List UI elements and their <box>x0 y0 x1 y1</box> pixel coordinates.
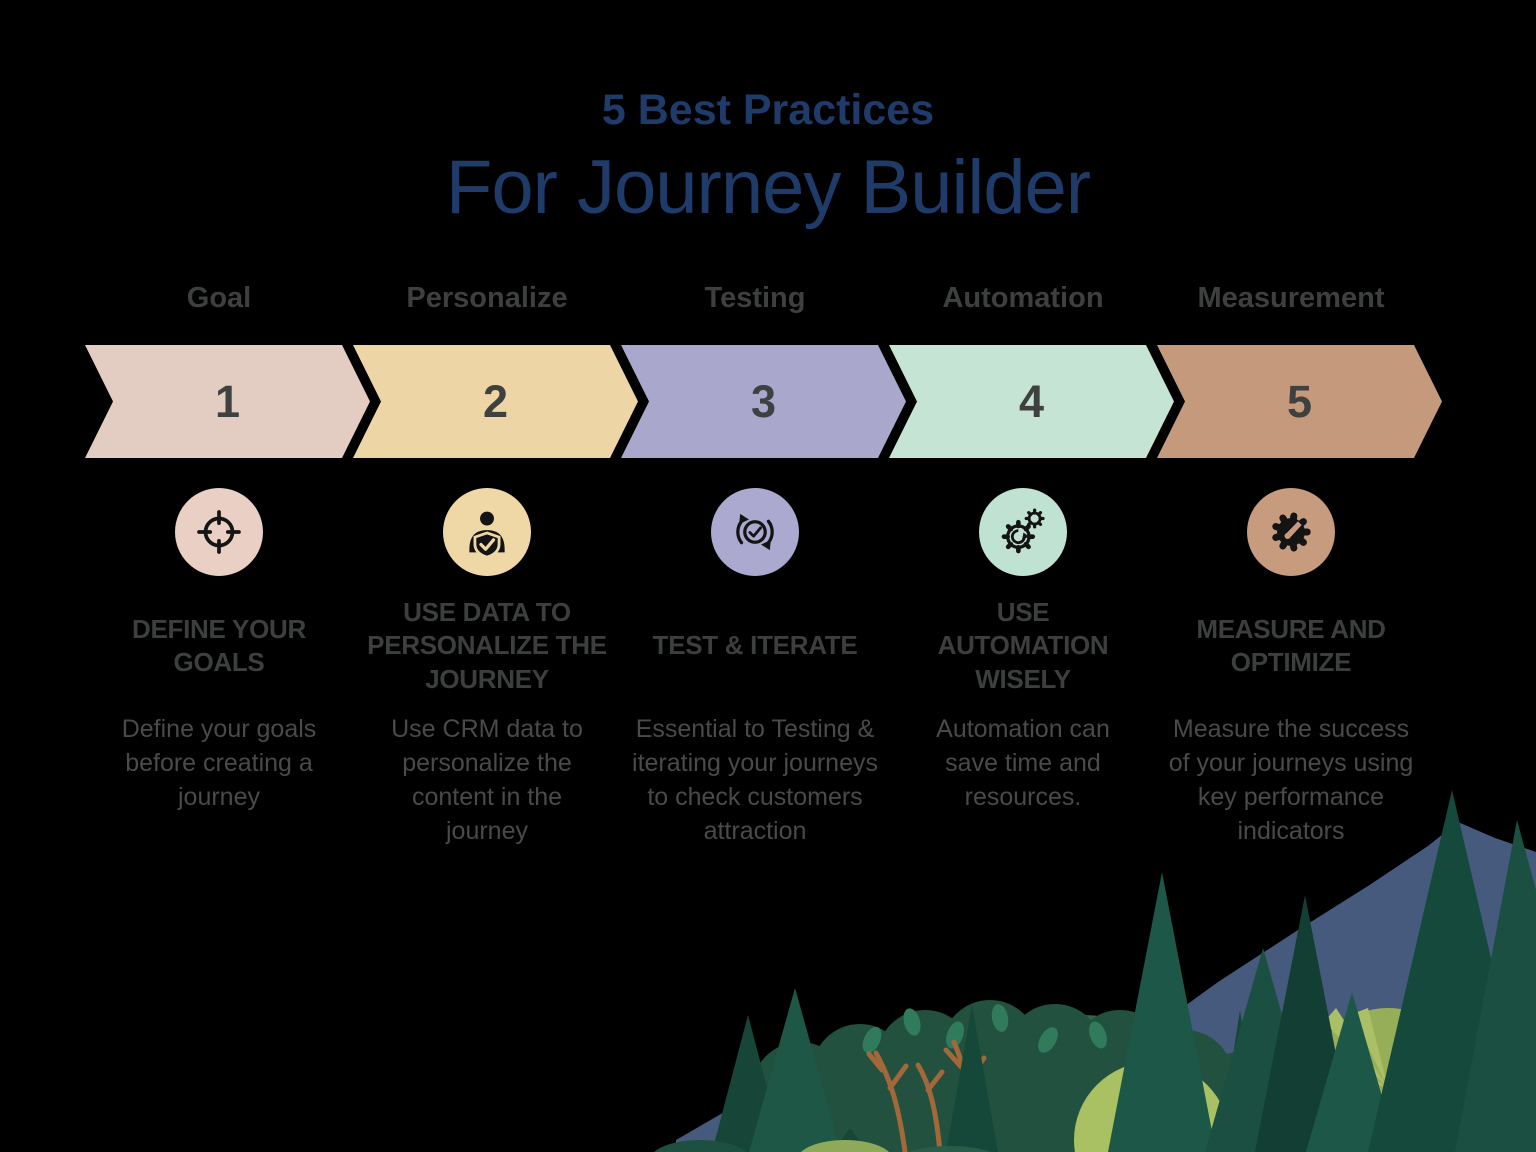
step-label-automation: Automation <box>942 282 1104 314</box>
target-icon <box>197 510 241 554</box>
chevron-step-3: 3 <box>621 345 906 458</box>
testing-icon-badge <box>711 488 799 576</box>
step-label-personalize: Personalize <box>406 282 568 314</box>
personalize-icon-badge <box>443 488 531 576</box>
front-bush <box>801 1140 889 1152</box>
icons-row <box>85 488 1445 576</box>
measurement-icon-badge <box>1247 488 1335 576</box>
person-shield-check-icon <box>469 511 505 558</box>
step-labels-row: Goal Personalize Testing Automation Meas… <box>85 282 1445 315</box>
step-label-goal: Goal <box>186 282 252 314</box>
right-pine <box>1455 820 1536 1152</box>
descriptions-row: Define your goals before creating a jour… <box>85 712 1445 848</box>
forest-hillside-illustration <box>654 790 1536 1152</box>
front-bush <box>654 1140 746 1152</box>
front-bush <box>908 1146 992 1152</box>
step-description-test-iterate: Essential to Testing & iterating your jo… <box>632 715 878 845</box>
headings-row: DEFINE YOUR GOALS USE DATA TO PERSONALIZ… <box>85 592 1445 700</box>
pine-trees <box>712 790 1536 1152</box>
step-description-automation: Automation can save time and resources. <box>936 715 1110 811</box>
chevron-step-1: 1 <box>85 345 370 458</box>
chevron-step-2: 2 <box>353 345 638 458</box>
page-title: For Journey Builder <box>445 145 1091 230</box>
step-number: 5 <box>1286 375 1313 427</box>
gear-gauge-icon <box>1272 512 1311 552</box>
step-label-testing: Testing <box>704 282 806 314</box>
step-description-personalize: Use CRM data to personalize the content … <box>391 715 583 845</box>
chevron-step-4: 4 <box>889 345 1174 458</box>
step-heading-goals: DEFINE YOUR GOALS <box>132 613 306 677</box>
goal-icon-badge <box>175 488 263 576</box>
iterate-check-icon <box>736 513 774 551</box>
step-heading-automation: USE AUTOMATION WISELY <box>937 597 1109 694</box>
step-number: 4 <box>1018 375 1045 427</box>
chevron-step-5: 5 <box>1157 345 1442 458</box>
title-kicker: 5 Best Practices <box>601 86 935 134</box>
step-heading-test-iterate: TEST & ITERATE <box>652 630 858 661</box>
step-heading-measure: MEASURE AND OPTIMIZE <box>1196 613 1386 677</box>
gears-automation-icon <box>1001 508 1045 554</box>
step-heading-personalize: USE DATA TO PERSONALIZE THE JOURNEY <box>367 597 607 694</box>
automation-icon-badge <box>979 488 1067 576</box>
step-number: 3 <box>750 375 777 427</box>
step-number: 2 <box>482 375 509 427</box>
step-description-goals: Define your goals before creating a jour… <box>121 715 317 811</box>
step-number: 1 <box>214 375 241 427</box>
step-label-measurement: Measurement <box>1197 282 1385 314</box>
step-description-measure: Measure the success of your journeys usi… <box>1168 715 1414 845</box>
leaf-accents <box>862 1004 1157 1062</box>
